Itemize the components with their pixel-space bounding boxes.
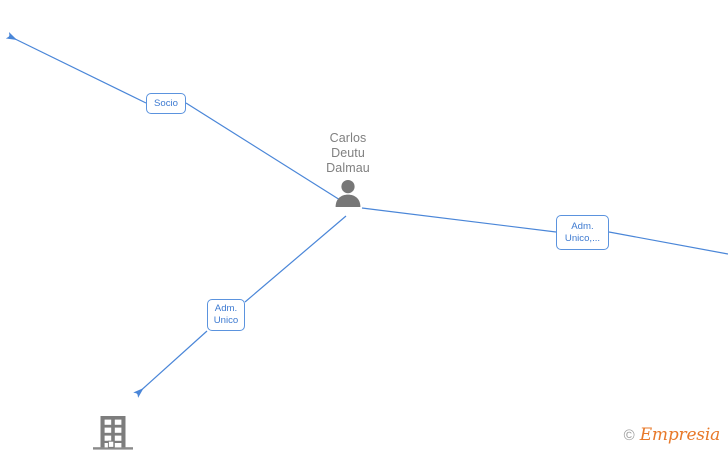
edge-label-adm-unico-lower-left[interactable]: Adm. Unico	[207, 299, 245, 331]
company-node[interactable]	[86, 414, 140, 450]
edge-line-socio-upper-left	[185, 102, 349, 206]
edge-line-adm-unico-right	[361, 207, 557, 233]
edge-line-adm-unico-lower-left-tail	[133, 330, 208, 398]
edge-line-socio-upper-left-tail	[5, 31, 147, 104]
edge-line-adm-unico-lower-left	[244, 215, 347, 303]
copyright-icon: ©	[623, 427, 635, 444]
brand-name: Empresia	[639, 425, 720, 445]
building-icon	[93, 416, 133, 450]
person-node-label: Carlos Deutu Dalmau	[326, 131, 370, 175]
edge-line-adm-unico-right-tail	[608, 231, 728, 255]
edge-label-adm-unico-right[interactable]: Adm. Unico,...	[556, 215, 609, 250]
watermark: © Empresia	[623, 425, 721, 445]
person-icon	[335, 180, 361, 207]
edge-label-socio[interactable]: Socio	[146, 93, 186, 114]
person-node-carlos-deutu-dalmau[interactable]: Carlos Deutu Dalmau	[288, 131, 408, 208]
